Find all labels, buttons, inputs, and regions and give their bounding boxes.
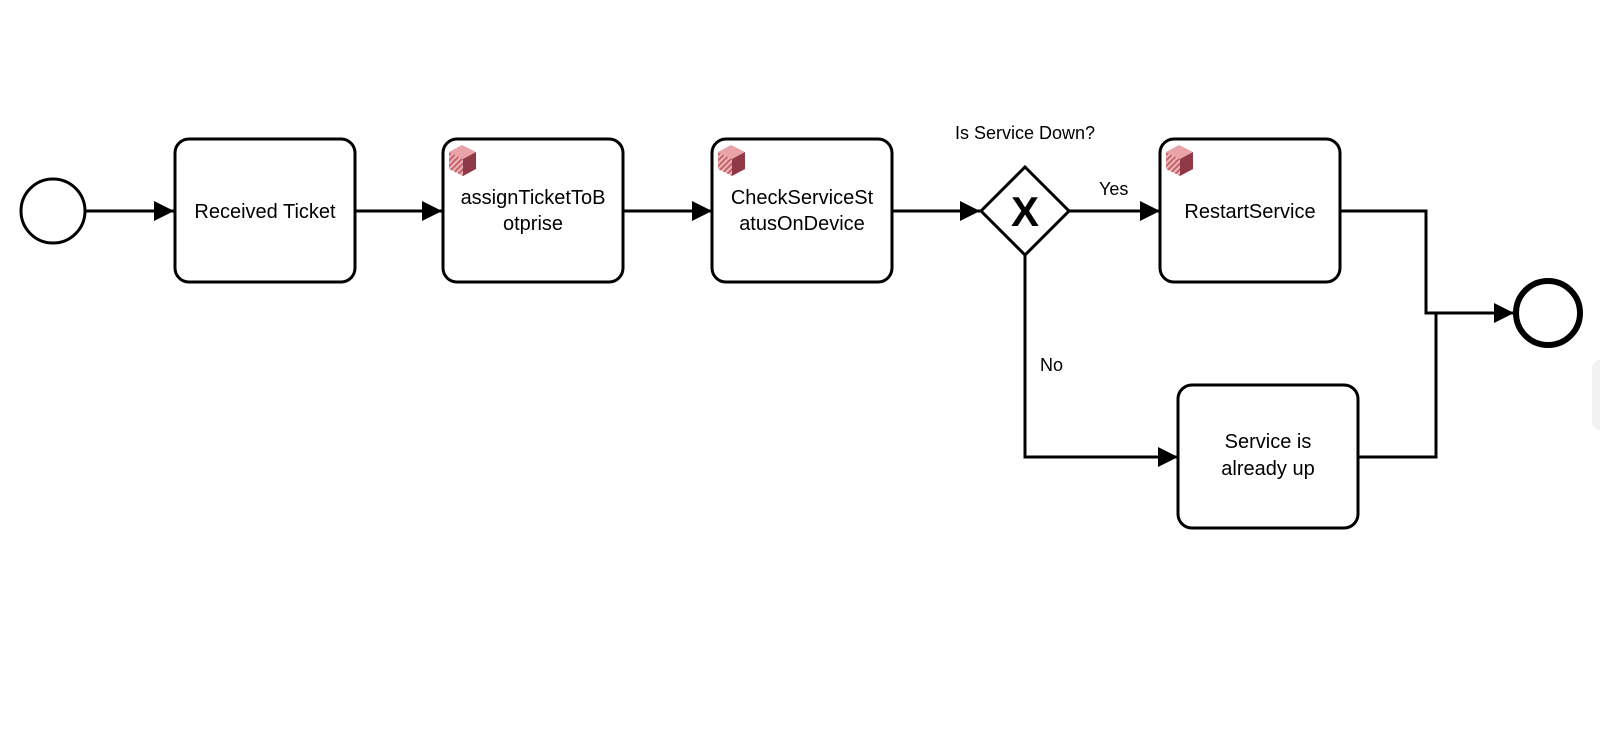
- flow-yes-label: Yes: [1099, 179, 1128, 199]
- task-service-already-up[interactable]: Service is already up: [1176, 383, 1360, 530]
- exclusive-gateway[interactable]: X: [978, 164, 1072, 258]
- task-assign-ticket[interactable]: assignTicketToB otprise: [441, 137, 625, 284]
- task-restart-service-label: RestartService: [1184, 201, 1315, 223]
- task-assign-ticket-label-line1: assignTicketToB: [461, 187, 606, 209]
- gateway-label: Is Service Down?: [955, 123, 1095, 143]
- start-event[interactable]: [19, 177, 87, 245]
- canvas-edge-handle: [1592, 360, 1600, 430]
- task-check-service[interactable]: CheckServiceSt atusOnDevice: [710, 137, 894, 284]
- task-service-up-label-line2: already up: [1221, 458, 1314, 480]
- flow-no-to-service-up[interactable]: [1023, 254, 1178, 467]
- task-received-ticket-label: Received Ticket: [194, 201, 336, 223]
- task-restart-service[interactable]: RestartService: [1158, 137, 1342, 284]
- task-check-service-label-line1: CheckServiceSt: [731, 187, 874, 209]
- flow-restart-to-end[interactable]: [1340, 209, 1514, 323]
- flow-service-up-to-end[interactable]: [1358, 313, 1438, 459]
- task-received-ticket[interactable]: Received Ticket: [173, 137, 357, 284]
- end-event[interactable]: [1513, 278, 1583, 348]
- flow-no-label: No: [1040, 355, 1063, 375]
- task-service-up-label-line1: Service is: [1225, 431, 1312, 453]
- task-assign-ticket-label-line2: otprise: [503, 213, 563, 235]
- task-check-service-label-line2: atusOnDevice: [739, 213, 865, 235]
- gateway-x-icon: X: [1011, 188, 1039, 235]
